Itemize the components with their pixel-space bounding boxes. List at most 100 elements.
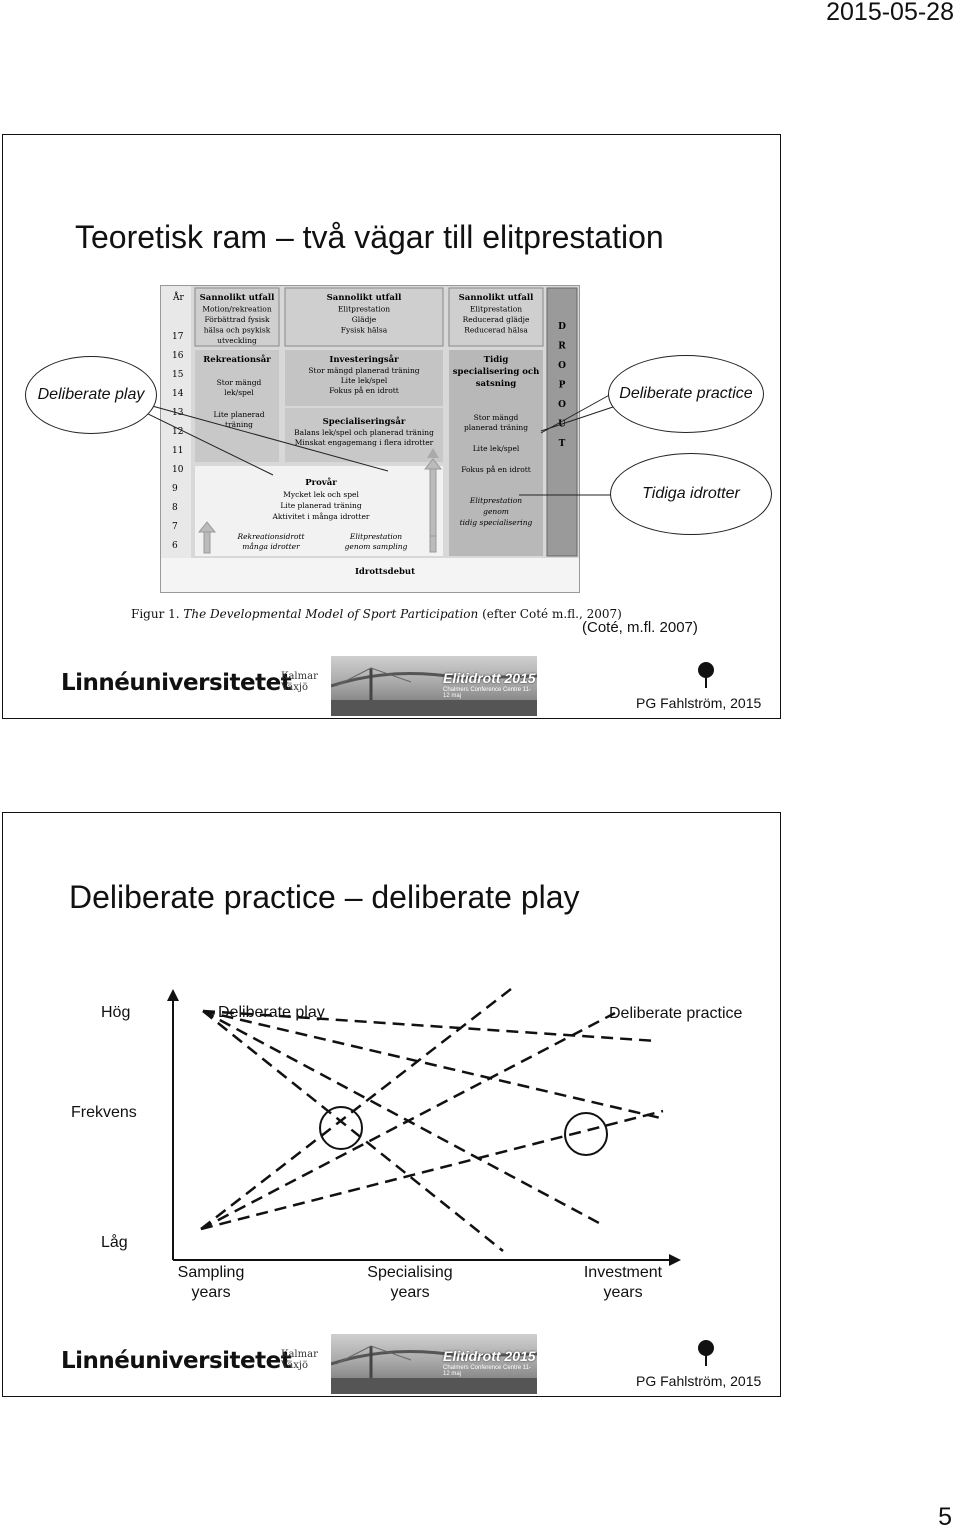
play-line-1 — [202, 1010, 504, 1252]
figure-heading: Investeringsår — [329, 353, 399, 365]
dropout-letter: P — [559, 381, 566, 391]
year-label: 14 — [172, 389, 184, 399]
early-sports-oval: Tidiga idrotter — [610, 453, 772, 535]
city-vaxjo: Växjö — [281, 1360, 309, 1371]
figure-label: träning — [225, 420, 253, 429]
photo-subtitle: Chalmers Conference Centre 11-12 maj — [443, 1365, 531, 1377]
x-label-line: Specialising — [367, 1264, 453, 1281]
figure-label: Elitprestation — [469, 496, 522, 505]
figure-label: Stor mängd — [474, 413, 519, 422]
dropout-letter: T — [559, 439, 566, 449]
figure-label: Elitprestation — [470, 305, 522, 314]
figure-label: Lite planerad träning — [280, 501, 362, 510]
year-label: 16 — [172, 351, 184, 361]
figure-text: Sannolikt utfallMotion/rekreationFörbätt… — [200, 293, 540, 577]
figure-label: Förbättrad fysisk — [204, 315, 270, 324]
tree-icon — [698, 1340, 714, 1366]
slide-title: Deliberate practice – deliberate play — [69, 879, 580, 915]
figure-caption: Figur 1. The Developmental Model of Spor… — [131, 607, 622, 621]
figure-label: Minskat engagemang i flera idrotter — [295, 438, 434, 447]
dropout-letter: R — [558, 342, 566, 352]
caption-prefix: Figur 1. — [131, 607, 180, 621]
dropout-letter: O — [558, 400, 566, 410]
year-label: 10 — [172, 465, 184, 475]
deliberate-practice-oval: Deliberate practice — [608, 355, 764, 433]
figure-label: Elitprestation — [349, 532, 402, 541]
figure-label: tidig specialisering — [460, 518, 533, 527]
figure-label: Motion/rekreation — [202, 305, 271, 314]
year-label: 7 — [172, 522, 178, 532]
slide-1: Teoretisk ram – två vägar till elitprest… — [2, 134, 781, 719]
figure-label: Fokus på en idrott — [329, 386, 399, 395]
figure-heading: specialisering och — [453, 367, 540, 377]
x-label-line: years — [191, 1284, 231, 1301]
figure-heading: satsning — [476, 379, 517, 389]
year-label: 17 — [172, 332, 184, 342]
dropout-letter: D — [558, 322, 566, 332]
figure-heading: Tidig — [484, 355, 509, 365]
x-label-investment: Investment years — [573, 1263, 673, 1303]
dropout-letter: O — [558, 361, 566, 371]
university-logo: Linnéuniversitetet — [61, 1348, 292, 1374]
photo-title: Elitidrott 2015 — [443, 1348, 536, 1364]
figure-label: utveckling — [217, 336, 257, 345]
author: PG Fahlström, 2015 — [636, 1373, 762, 1389]
figure-label: Glädje — [352, 315, 377, 324]
year-label: 15 — [172, 370, 184, 380]
figure-label: Lite lek/spel — [473, 444, 520, 453]
figure-label: planerad träning — [464, 423, 528, 432]
x-label-sampling: Sampling years — [171, 1263, 251, 1303]
city-vaxjo: Växjö — [281, 682, 309, 693]
figure-label: hälsa och psykisk — [204, 326, 271, 335]
intersection-circle-1 — [319, 1106, 363, 1150]
figure-heading: Sannolikt utfall — [327, 293, 402, 303]
figure-heading: Idrottsdebut — [355, 567, 415, 577]
tree-icon — [698, 662, 714, 688]
page-date: 2015-05-28 — [826, 0, 954, 26]
y-axis-title: Frekvens — [71, 1104, 137, 1121]
photo-subtitle: Chalmers Conference Centre 11-12 maj — [443, 687, 531, 699]
city-kalmar: Kalmar — [281, 671, 318, 682]
photo-title: Elitidrott 2015 — [443, 670, 536, 686]
dmsp-diagram: År 17161514131211109876 Sannolikt utfall… — [161, 286, 579, 592]
figure-heading: Provår — [305, 476, 337, 488]
y-axis-arrow — [167, 989, 179, 1001]
practice-line-2 — [200, 1011, 616, 1231]
author: PG Fahlström, 2015 — [636, 695, 762, 711]
dmsp-figure: År 17161514131211109876 Sannolikt utfall… — [160, 285, 580, 593]
page-number: 5 — [938, 1503, 952, 1531]
series-label-practice: Deliberate practice — [609, 1005, 743, 1022]
slide-title: Teoretisk ram – två vägar till elitprest… — [75, 219, 664, 255]
figure-label: genom — [483, 507, 509, 516]
figure-label: Lite planerad — [213, 410, 264, 419]
intersection-circle-2 — [564, 1112, 608, 1156]
x-label-line: years — [390, 1284, 430, 1301]
conference-photo: Elitidrott 2015 Chalmers Conference Cent… — [331, 656, 537, 716]
figure-heading: Specialiseringsår — [323, 415, 406, 427]
figure-label: Mycket lek och spel — [283, 490, 359, 499]
caption-title: The Developmental Model of Sport Partici… — [183, 607, 479, 621]
figure-label: genom sampling — [345, 542, 408, 551]
x-axis-arrow — [669, 1254, 681, 1266]
figure-label: Rekreationsidrott — [236, 532, 305, 541]
year-label: 11 — [172, 446, 183, 456]
figure-label: Stor mängd planerad träning — [308, 366, 419, 375]
year-label: 6 — [172, 541, 178, 551]
citation: (Coté, m.fl. 2007) — [582, 619, 698, 636]
figure-label: många idrotter — [242, 542, 300, 551]
caption-source: (efter Coté m.fl., 2007) — [482, 607, 622, 621]
figure-label: Fysisk hälsa — [341, 326, 388, 335]
year-label: 12 — [172, 427, 183, 437]
y-label-low: Låg — [101, 1234, 128, 1251]
x-label-line: Investment — [583, 1264, 663, 1281]
figure-heading: Rekreationsår — [203, 353, 271, 365]
figure-label: Reducerad hälsa — [464, 326, 528, 335]
x-label-line: Sampling — [177, 1264, 245, 1281]
figure-heading: Sannolikt utfall — [459, 293, 534, 303]
figure-label: Fokus på en idrott — [461, 465, 531, 474]
x-label-specialising: Specialising years — [360, 1263, 460, 1303]
year-label: 8 — [172, 503, 178, 513]
figure-label: lek/spel — [224, 388, 254, 397]
play-line-2 — [202, 1009, 600, 1225]
figure-heading: Sannolikt utfall — [200, 293, 275, 303]
